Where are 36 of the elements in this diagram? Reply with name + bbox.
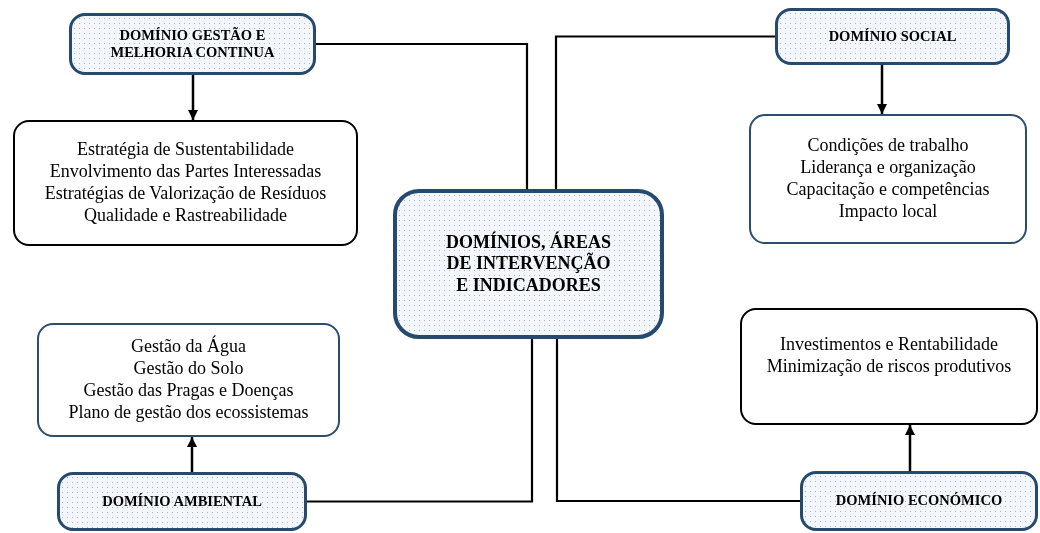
arrow bbox=[905, 425, 915, 471]
connector-line bbox=[555, 339, 800, 503]
connector-line bbox=[316, 42, 529, 189]
box-title: DOMÍNIO ECONÓMICO bbox=[835, 492, 1003, 510]
list-item: Qualidade e Rastreabilidade bbox=[84, 204, 287, 227]
list-item: Capacitação e competências bbox=[786, 179, 990, 201]
list-item: Liderança e organização bbox=[800, 157, 976, 179]
central-box bbox=[393, 189, 664, 339]
list-box bbox=[13, 120, 358, 246]
list-item: Estratégia de Sustentabilidade bbox=[77, 139, 294, 162]
list-item: Impacto local bbox=[838, 200, 938, 223]
list-item: Gestão do Solo bbox=[133, 358, 244, 380]
list-item: Gestão da Água bbox=[131, 336, 246, 359]
list-item: Envolvimento das Partes Interessadas bbox=[49, 161, 322, 183]
arrow bbox=[187, 437, 197, 472]
box-title: DOMÍNIOS, ÁREAS DE INTERVENÇÃO E INDICADORES bbox=[445, 231, 612, 297]
domain-box bbox=[57, 472, 307, 531]
box-title: DOMÍNIO GESTÃO E MELHORIA CONTINUA bbox=[109, 26, 276, 62]
list-box bbox=[740, 308, 1038, 425]
list-item: Gestão das Pragas e Doenças bbox=[83, 380, 294, 402]
list-item: Plano de gestão dos ecossistemas bbox=[68, 401, 309, 424]
arrow bbox=[188, 75, 198, 120]
list-item: Estratégias de Valorização de Resíduos bbox=[44, 183, 327, 205]
box-title: DOMÍNIO AMBIENTAL bbox=[102, 492, 262, 511]
box-title: DOMÍNIO SOCIAL bbox=[828, 27, 957, 46]
connector-line bbox=[554, 35, 775, 189]
arrow bbox=[877, 65, 887, 114]
list-item: Investimentos e Rentabilidade bbox=[780, 333, 998, 356]
domain-box bbox=[800, 471, 1038, 531]
domain-box bbox=[775, 8, 1010, 65]
list-item: Minimização de riscos produtivos bbox=[766, 355, 1012, 378]
connector-line bbox=[307, 339, 534, 503]
list-item: Condições de trabalho bbox=[807, 135, 969, 158]
list-box bbox=[749, 114, 1027, 244]
domain-box bbox=[69, 13, 316, 75]
list-box bbox=[37, 323, 340, 437]
